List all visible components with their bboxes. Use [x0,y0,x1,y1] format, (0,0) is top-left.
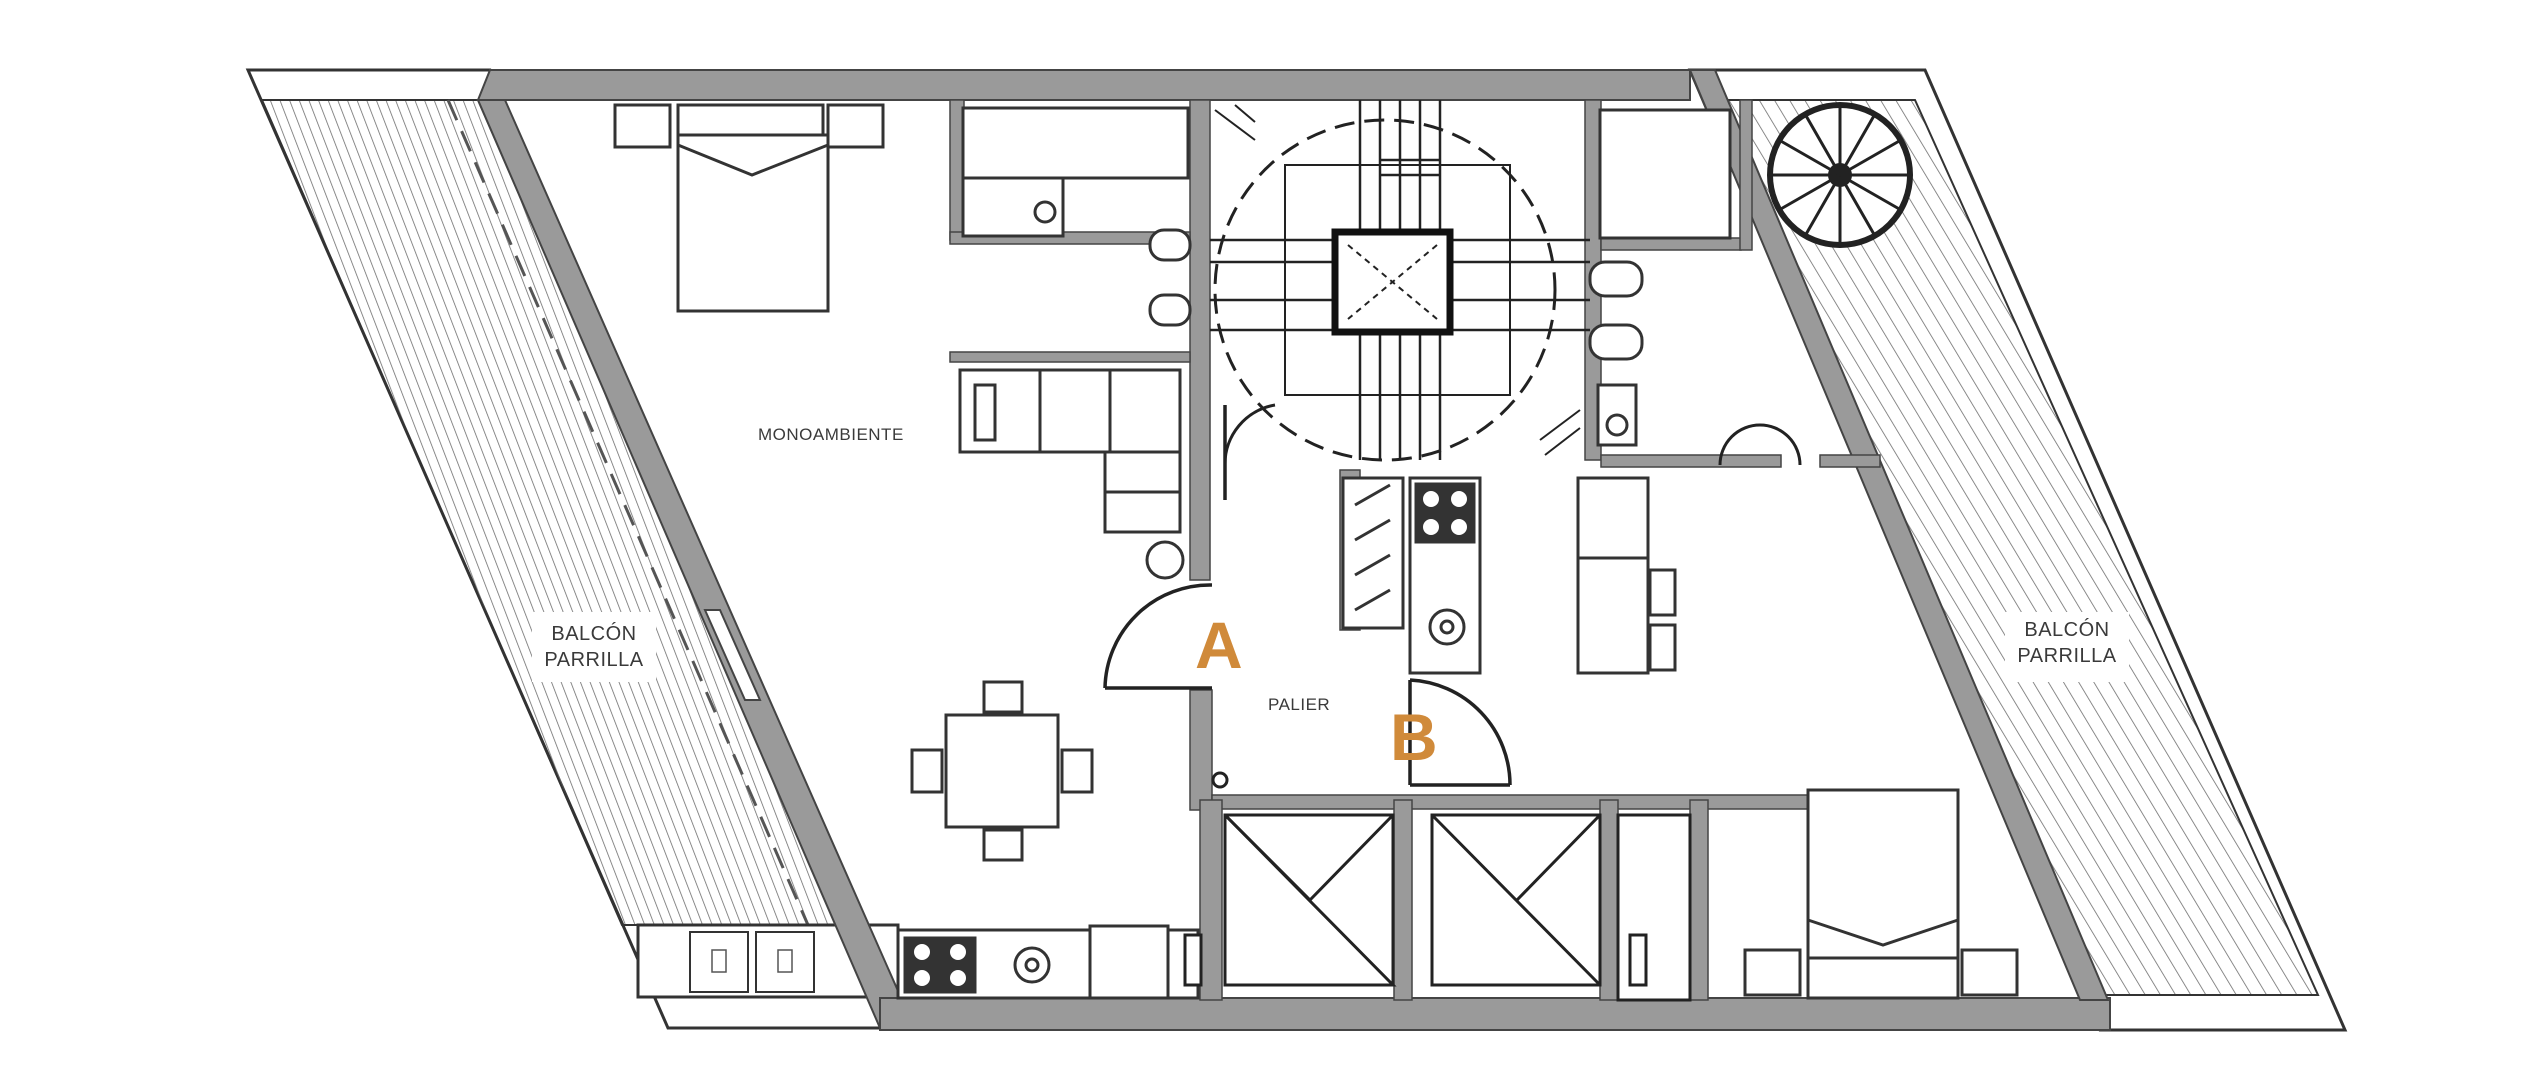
spiral-staircase [1767,102,1913,248]
monoambiente-label: MONOAMBIENTE [758,425,904,444]
balcony-right-label-line2: PARRILLA [2017,645,2116,667]
l-sofa-a [958,368,1182,534]
unit-b-furniture [1341,108,2019,1000]
elevators [1183,771,1692,1002]
balcony-left-label-line1: BALCÓN [551,622,636,645]
balcony-right-label-line1: BALCÓN [2024,618,2109,641]
dining-table-a [910,680,1094,862]
palier-area [1103,403,1802,787]
double-bed-b [1743,788,2019,1000]
palier-label: PALIER [1268,695,1330,714]
unit-a-letter: A [1195,608,1243,682]
unit-a-furniture [613,103,1200,1000]
balcony-left-label-line2: PARRILLA [544,649,643,671]
balcony-right: BALCÓN PARRILLA [1687,68,2348,1032]
outer-walls [476,69,2111,1031]
double-bed-a [613,103,885,313]
stair-core [1210,100,1590,462]
unit-b-letter: B [1390,700,1438,774]
